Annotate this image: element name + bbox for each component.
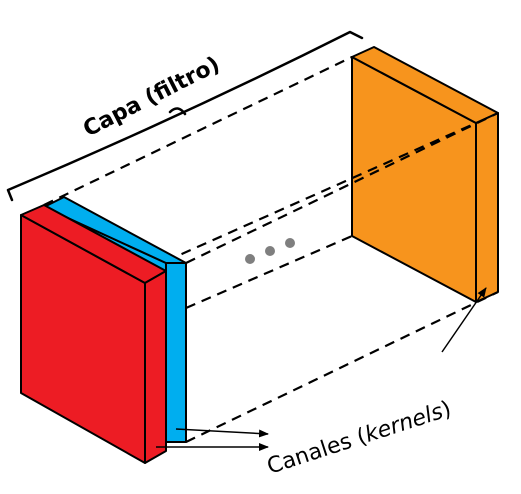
connector-back-bottom (185, 234, 353, 310)
channel-arrows (156, 287, 487, 451)
channels-label: Canales (kernels) (264, 397, 454, 480)
ellipsis-dot (245, 254, 255, 264)
arrow-to-orange-kernel (441, 287, 487, 353)
orange-kernel (351, 46, 499, 303)
red-kernel-side (144, 270, 167, 464)
channels-label-prefix: Canales ( (264, 424, 370, 480)
ellipsis-dots (245, 238, 295, 264)
connector-top-right (165, 121, 477, 263)
ellipsis-dot (285, 238, 295, 248)
arrow-to-blue-kernel (175, 428, 269, 438)
ellipsis-dot (265, 246, 275, 256)
layer-brace (6, 30, 364, 202)
connector-top-left (43, 56, 353, 206)
connector-bottom-right (185, 291, 499, 443)
dashed-connectors (43, 56, 499, 443)
orange-kernel-side (475, 112, 499, 303)
channels-label-italic: kernels (362, 399, 446, 448)
blue-kernel-side (165, 262, 187, 443)
red-kernel (20, 204, 167, 464)
connector-middle (185, 112, 499, 264)
